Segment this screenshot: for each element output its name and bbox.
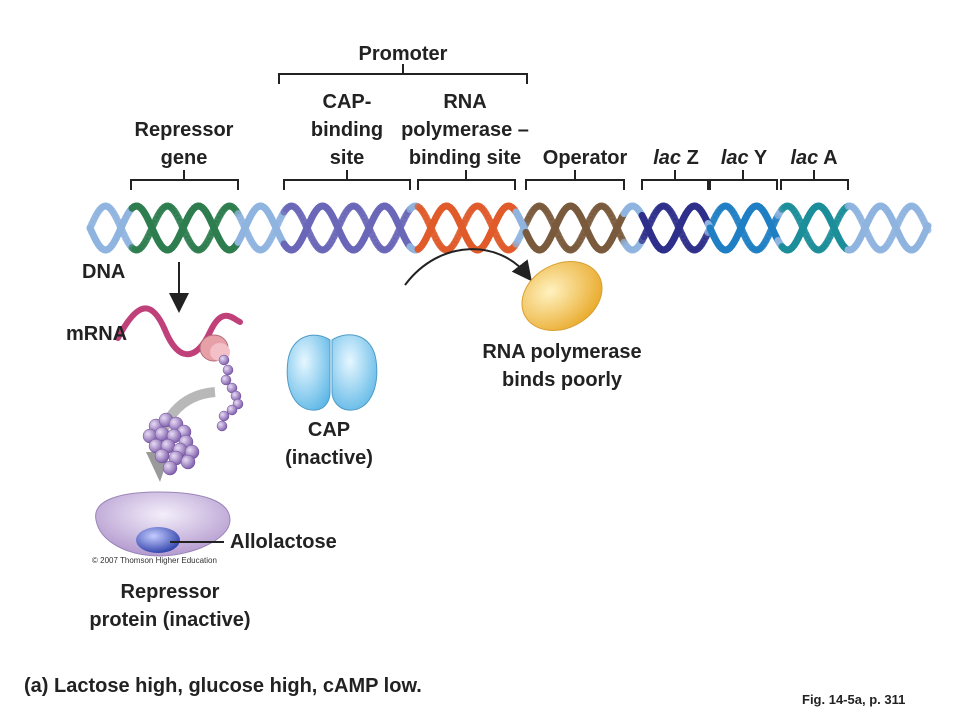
- caption: (a) Lactose high, glucose high, cAMP low…: [24, 675, 422, 697]
- cap-protein: [286, 334, 378, 411]
- amino-acid-bead: [216, 420, 228, 432]
- dna-backbone-segment: [922, 222, 932, 234]
- allolactose-molecule: [136, 527, 180, 553]
- amino-acid-bead: [218, 354, 230, 366]
- repressor-gene-bracket: [130, 170, 239, 190]
- operator-label: Operator: [542, 147, 628, 169]
- mrna-label: mRNA: [66, 323, 128, 345]
- repressor-protein: [95, 491, 231, 557]
- cluster-bead: [162, 460, 178, 476]
- allolactose-label: Allolactose: [230, 531, 337, 553]
- laca-label: lac A: [790, 147, 838, 169]
- operator-bracket: [525, 170, 625, 190]
- folded-protein-cluster: [142, 412, 200, 476]
- lacy-label: lac Y: [720, 147, 768, 169]
- ribosome: [199, 334, 230, 362]
- figure-reference: Fig. 14-5a, p. 311: [802, 692, 906, 707]
- mrna-strand: [115, 305, 243, 358]
- copyright-notice: © 2007 Thomson Higher Education: [92, 556, 217, 565]
- cap-label: CAP(inactive): [285, 419, 373, 469]
- promoter-bracket: [278, 64, 528, 84]
- lacz-label: lac Z: [653, 147, 699, 169]
- polymerase-arrow: [404, 248, 532, 286]
- amino-acid-bead: [220, 374, 232, 386]
- rna-polymerase: [521, 261, 603, 331]
- dna-helix: [86, 202, 932, 254]
- polypeptide-chain: [216, 354, 244, 432]
- lacz-bracket: [641, 170, 709, 190]
- promoter-label: Promoter: [358, 43, 448, 65]
- cluster-bead: [154, 448, 170, 464]
- cap-site-bracket: [283, 170, 411, 190]
- cluster-bead: [180, 454, 196, 470]
- amino-acid-bead: [226, 404, 238, 416]
- amino-acid-bead: [222, 364, 234, 376]
- rnap-site-bracket: [417, 170, 516, 190]
- dna-label: DNA: [82, 261, 126, 283]
- lacy-bracket: [709, 170, 778, 190]
- region-brackets: [130, 64, 849, 190]
- laca-bracket: [780, 170, 849, 190]
- amino-acid-bead: [218, 410, 230, 422]
